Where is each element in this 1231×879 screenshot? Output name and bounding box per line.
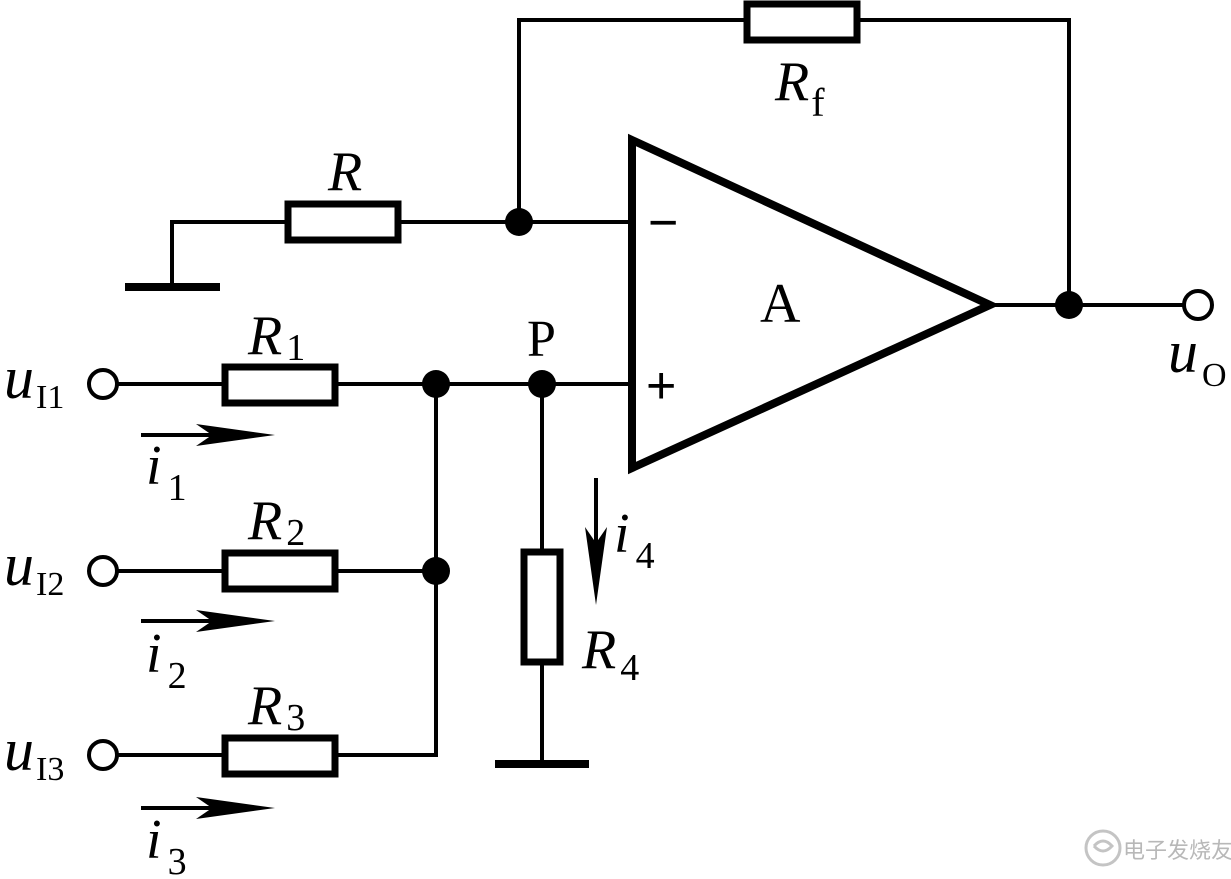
resistor-r3 [221, 734, 339, 778]
current-arrow-i3 [141, 797, 275, 819]
watermark-text: 电子发烧友 [1123, 839, 1231, 864]
current-arrow-i1 [141, 424, 275, 446]
junction-node [505, 208, 533, 236]
input-terminal-1 [87, 368, 119, 400]
junction-node [1055, 291, 1083, 319]
output-terminal [1182, 289, 1214, 321]
watermark: 电子发烧友 [1084, 829, 1231, 867]
watermark-logo-mark [1092, 839, 1115, 853]
label-ui2: uI2 [4, 532, 64, 603]
label-r: R [327, 141, 362, 203]
resistor-r4 [520, 548, 564, 666]
resistor-rf [743, 0, 861, 44]
inverting-branch-wires [170, 220, 634, 289]
op-amp-triangle [628, 133, 1000, 475]
label-rf: Rf [774, 51, 825, 125]
watermark-logo-icon [1084, 829, 1122, 867]
resistor-r1 [221, 363, 339, 407]
label-node-p: P [527, 311, 556, 368]
label-ui1: uI1 [4, 345, 64, 416]
current-arrow-i2 [141, 610, 275, 632]
current-arrow-i4 [585, 478, 607, 605]
resistor-r2 [221, 549, 339, 593]
feedback-wires [517, 18, 1071, 307]
label-plus: + [646, 357, 676, 415]
input-terminal-3 [87, 739, 119, 771]
label-amp: A [760, 273, 801, 335]
label-minus: − [648, 194, 678, 252]
resistor-r [284, 200, 402, 244]
junction-node [422, 370, 450, 398]
input-terminal-2 [87, 555, 119, 587]
junction-node [422, 557, 450, 585]
label-ui3: uI3 [4, 717, 64, 788]
junction-node-p [528, 370, 556, 398]
